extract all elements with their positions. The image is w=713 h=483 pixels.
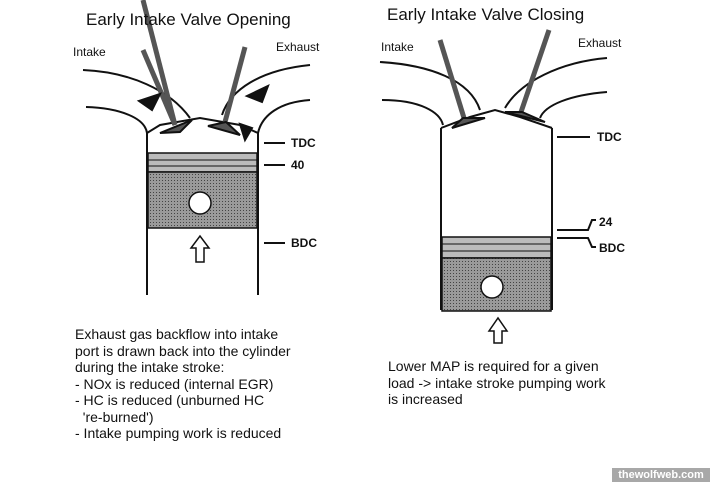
left-intake-valve-stem [140, 0, 178, 126]
description-line: Lower MAP is required for a given [388, 358, 599, 374]
left-bdc-label: BDC [291, 236, 317, 250]
left-intake-port [82, 69, 191, 134]
right-intake-valve-head [451, 117, 486, 129]
left-flow-arrow-1 [136, 92, 162, 112]
right-exhaust-valve-head [504, 111, 546, 123]
left-tdc-label: TDC [291, 136, 316, 150]
watermark: thewolfweb.com [612, 468, 710, 482]
right-description: Lower MAP is required for a given load -… [388, 358, 606, 408]
description-line: - Intake pumping work is reduced [75, 425, 282, 441]
right-piston-pin [480, 275, 504, 299]
right-title: Early Intake Valve Closing [387, 5, 585, 24]
left-40-label: 40 [291, 158, 305, 172]
right-exhaust-label: Exhaust [578, 36, 622, 50]
left-exhaust-valve-head [207, 120, 241, 136]
left-exhaust-label: Exhaust [276, 40, 320, 54]
right-exhaust-port [504, 57, 608, 119]
description-line: 're-burned') [75, 408, 154, 425]
description-line: - HC is reduced (unburned HC [75, 392, 265, 408]
left-title: Early Intake Valve Opening [86, 10, 291, 29]
left-intake-label: Intake [73, 45, 106, 59]
left-flow-arrow-3 [238, 122, 254, 143]
description-line: port is drawn back into the cylinder [75, 342, 291, 359]
description-line: - NOx is reduced (internal EGR) [75, 375, 274, 392]
left-flow-arrow-2 [244, 84, 270, 104]
left-piston-pin [188, 191, 212, 215]
description-line: load -> intake stroke pumping work [388, 374, 606, 391]
right-up-arrow-icon [487, 316, 509, 344]
left-exhaust-port [221, 64, 311, 134]
left-piston-rings [147, 152, 258, 173]
description-line: Exhaust gas backflow into intake [75, 326, 279, 342]
right-intake-port [379, 61, 481, 126]
left-exhaust-valve-stem [222, 46, 248, 123]
right-piston-rings [441, 236, 552, 259]
right-engine [379, 29, 608, 344]
right-bdc-label: BDC [599, 241, 625, 255]
left-intake-valve-head [159, 119, 193, 134]
left-up-arrow-icon [189, 234, 211, 263]
right-tdc-label: TDC [597, 130, 622, 144]
right-24-label: 24 [599, 215, 613, 229]
right-intake-label: Intake [381, 40, 414, 54]
description-line: during the intake stroke: [75, 359, 225, 375]
left-description: Exhaust gas backflow into intake port is… [75, 326, 291, 442]
description-line: is increased [388, 391, 463, 407]
left-engine [82, 0, 311, 295]
